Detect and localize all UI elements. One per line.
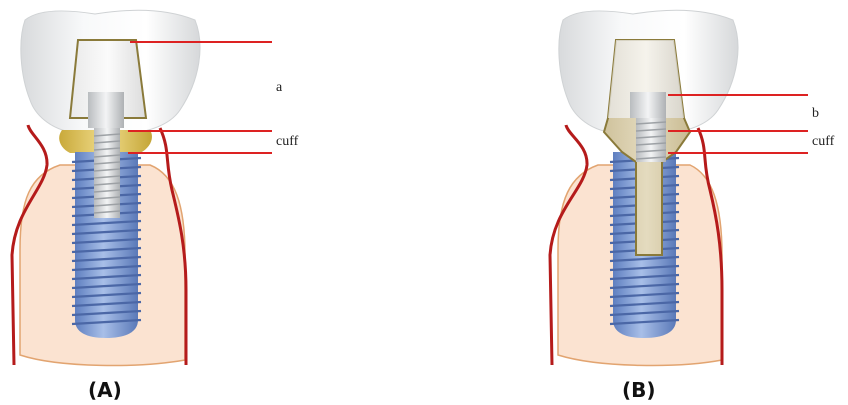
- label-cuff-b: cuff: [812, 134, 835, 149]
- panel-caption-a: (A): [88, 378, 122, 402]
- panel-b: b cuff (B): [550, 10, 835, 402]
- panel-caption-b: (B): [622, 378, 656, 402]
- panel-a: a cuff (A): [12, 10, 299, 402]
- label-b: b: [812, 106, 819, 121]
- label-cuff-a: cuff: [276, 134, 299, 149]
- label-a: a: [276, 80, 283, 95]
